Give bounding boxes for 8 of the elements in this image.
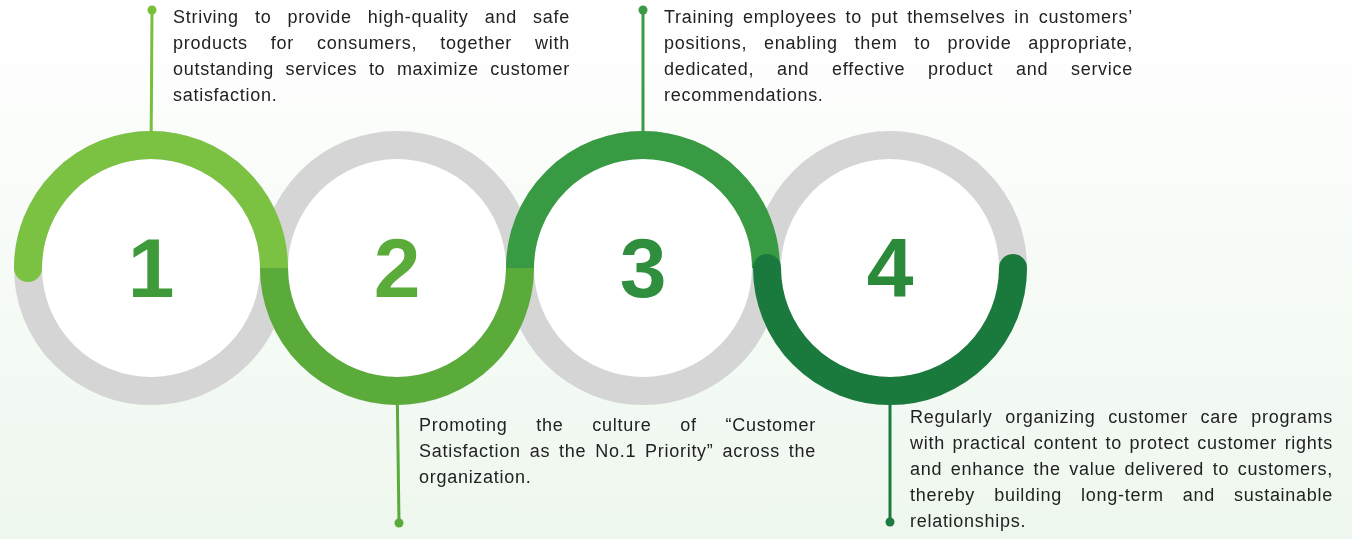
step-number: 2 xyxy=(373,226,421,310)
step-number: 4 xyxy=(866,226,914,310)
step-number: 3 xyxy=(619,226,667,310)
description-text: Regularly organizing customer care programs with practical content to protect customer rights and enhance the value delivered to customers, thereby building long-term and sustainable relationships. xyxy=(910,406,1333,533)
description-text: Striving to provide high-quality and safe products for consumers, together with outstanding services to maximize customer satisfaction. xyxy=(173,6,570,107)
description-text: Promoting the culture of “Customer Satisfaction as the No.1 Priority” across the organization. xyxy=(419,414,816,489)
step-number: 1 xyxy=(127,226,175,310)
description-text: Training employees to put themselves in customers’ positions, enabling them to provide appropriate, dedicated, and effective product and service recommendations. xyxy=(664,6,1133,107)
